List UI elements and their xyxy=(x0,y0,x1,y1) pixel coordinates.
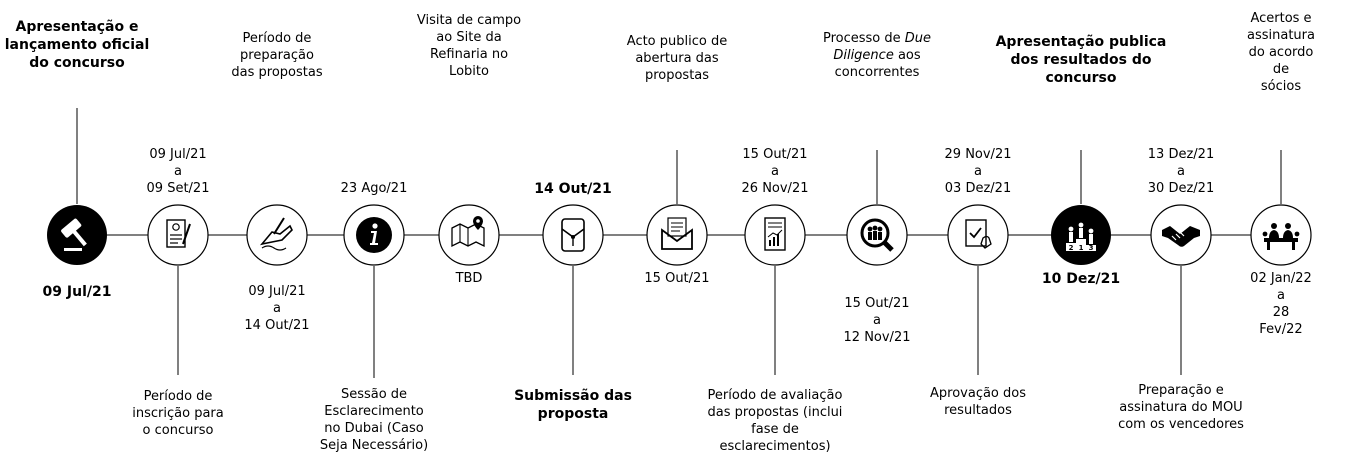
milestone-node xyxy=(1250,204,1312,266)
podium-number: 1 xyxy=(1079,244,1084,252)
approval-checklist-icon xyxy=(947,204,1009,266)
signing-hand-icon xyxy=(246,204,308,266)
milestone-date: 02 Jan/22 a 28 Fev/22 xyxy=(1250,271,1312,337)
report-document-icon xyxy=(744,204,806,266)
milestone-date: 09 Jul/21 a 14 Out/21 xyxy=(244,284,310,333)
milestone-date: 13 Dez/21 a 30 Dez/21 xyxy=(1147,147,1215,196)
milestone-label: Apresentação e lançamento oficial do con… xyxy=(4,19,150,71)
milestone-label: Apresentação publica dos resultados do c… xyxy=(995,34,1167,86)
envelope-submission-icon xyxy=(542,204,604,266)
milestone-node xyxy=(947,204,1009,266)
map-pin-icon xyxy=(438,204,500,266)
registration-form-icon xyxy=(147,204,209,266)
milestone-label: Período de avaliação das propostas (incl… xyxy=(707,388,843,454)
milestone-date: 15 Out/21 a 12 Nov/21 xyxy=(843,296,911,345)
milestone-label: Preparação e assinatura do MOU com os ve… xyxy=(1118,383,1244,432)
milestone-node xyxy=(1150,204,1212,266)
milestone-date: 23 Ago/21 xyxy=(340,181,408,196)
podium-number: 3 xyxy=(1089,244,1094,252)
meeting-table-icon xyxy=(1250,204,1312,266)
milestone-node xyxy=(343,204,405,266)
gavel-icon xyxy=(47,205,107,265)
milestone-date: 10 Dez/21 xyxy=(1041,271,1121,287)
podium-number: 2 xyxy=(1069,244,1074,252)
milestone-label-part: Diligence xyxy=(833,48,894,63)
milestone-node xyxy=(542,204,604,266)
milestone-label: Sessão de Esclarecimento no Dubai (Caso … xyxy=(319,387,429,453)
milestone-node xyxy=(147,204,209,266)
milestone-label: Aprovação dos resultados xyxy=(930,386,1026,418)
milestone-label: Acertos e assinatura do acordo de sócios xyxy=(1247,11,1315,94)
milestone-node xyxy=(438,204,500,266)
info-icon xyxy=(343,204,405,266)
milestone-date: 09 Jul/21 a 09 Set/21 xyxy=(146,147,210,196)
handshake-icon xyxy=(1150,204,1212,266)
milestone-label: Acto publico de abertura das propostas xyxy=(626,34,728,83)
milestone-date: 09 Jul/21 xyxy=(42,284,112,300)
milestone-date: TBD xyxy=(455,271,483,286)
milestone-date: 15 Out/21 xyxy=(644,271,710,286)
milestone-label: Processo de Due Diligence aos concorrent… xyxy=(823,30,931,81)
milestone-label-part: aos concorrentes xyxy=(834,48,921,80)
milestone-label: Período de inscrição para o concurso xyxy=(132,389,224,438)
milestone-label: Visita de campo ao Site da Refinaria no … xyxy=(416,13,522,79)
open-envelope-icon xyxy=(646,204,708,266)
milestone-node xyxy=(846,204,908,266)
milestone-label-part: Processo de xyxy=(822,31,905,46)
milestone-label-part: Due xyxy=(904,31,932,46)
milestone-date: 14 Out/21 xyxy=(534,181,612,197)
milestone-label: Submissão das proposta xyxy=(514,388,632,422)
milestone-node xyxy=(46,204,108,266)
milestone-node xyxy=(246,204,308,266)
milestone-date: 15 Out/21 a 26 Nov/21 xyxy=(741,147,809,196)
milestone-date: 29 Nov/21 a 03 Dez/21 xyxy=(944,147,1012,196)
milestone-label: Período de preparação das propostas xyxy=(231,31,323,80)
milestone-node xyxy=(744,204,806,266)
people-search-icon xyxy=(846,204,908,266)
milestone-node xyxy=(646,204,708,266)
